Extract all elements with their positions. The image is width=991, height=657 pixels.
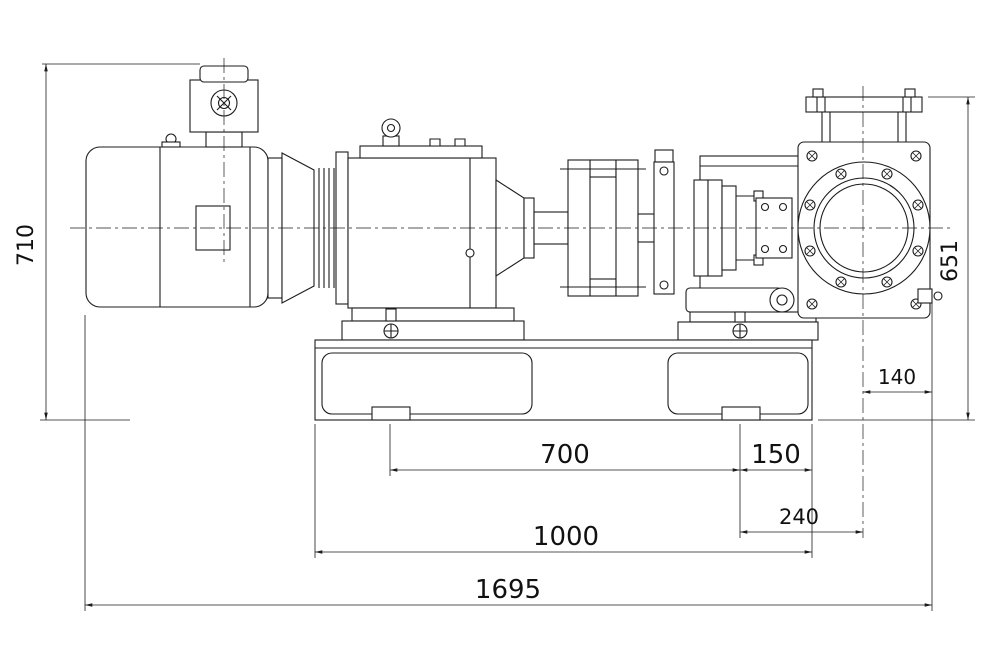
bracket-bolt-bottom <box>659 280 669 290</box>
pump-side-plug <box>917 288 943 304</box>
motor-eyebolt <box>161 133 181 148</box>
dim-150: 150 <box>740 440 812 472</box>
dim-extension-lines <box>314 424 813 558</box>
gearbox-cover-bolts <box>429 138 466 147</box>
gearbox-foot-stud <box>385 308 397 322</box>
coupling-bolt-lines <box>560 168 646 288</box>
bracket-bolt-top <box>659 166 669 176</box>
pump-drain-cylinder <box>685 287 795 313</box>
pump-discharge-flange <box>805 88 923 142</box>
dim-700: 700 <box>390 440 740 472</box>
pump-foot-stud <box>734 311 746 323</box>
drain-cylinder-body <box>685 287 783 313</box>
electric-motor <box>85 65 269 308</box>
bracket-top-lug <box>654 149 674 163</box>
pump-inlet-flange <box>797 141 931 319</box>
base-tab-right <box>721 406 761 421</box>
gearbox-foot-pad <box>341 320 525 341</box>
dimensions: 710 651 140 700 150 240 1000 <box>14 63 975 611</box>
discharge-stud-left <box>812 88 824 98</box>
dim-651: 651 <box>818 96 975 421</box>
pump-bracket <box>653 149 675 295</box>
side-plug-body <box>917 288 933 304</box>
pump-foot-pad <box>677 321 819 341</box>
dim-140: 140 <box>863 365 932 394</box>
motor-body <box>85 146 269 308</box>
base-pad-right <box>667 352 809 415</box>
gearbox-housing <box>347 157 497 309</box>
bearing-bolt-3 <box>760 244 770 254</box>
dim-1695-extensions <box>84 300 933 611</box>
gearbox-top-cover <box>359 145 483 159</box>
bearing-bolt-1 <box>760 202 770 212</box>
dim-240: 240 <box>740 505 863 534</box>
dim-700-label: 700 <box>540 440 590 470</box>
pump-foot-web <box>689 311 817 323</box>
dim-240-label: 240 <box>779 505 819 529</box>
dim-140-label: 140 <box>878 365 916 389</box>
motor-eyebolt-base <box>161 141 181 148</box>
base-tab-left <box>371 406 411 421</box>
flange-bolt-crosses <box>806 152 922 308</box>
gearbox-eyebolt <box>381 118 401 147</box>
dim-1695: 1695 <box>84 300 933 611</box>
discharge-flange-plate <box>805 96 923 113</box>
motor-section-lines <box>159 147 251 307</box>
pump-foot <box>677 311 819 341</box>
gearbox-drain-plug <box>465 248 475 258</box>
discharge-stud-right <box>904 88 916 98</box>
dim-150-label: 150 <box>751 440 801 470</box>
dim-1000: 1000 <box>315 522 812 554</box>
dim-1000-label: 1000 <box>533 522 599 552</box>
side-plug-end <box>933 291 943 301</box>
dim-710-label: 710 <box>14 224 39 266</box>
gearbox-foot-web <box>351 307 515 322</box>
discharge-bolt-holes <box>816 97 912 112</box>
bearing-bolt-4 <box>778 244 788 254</box>
base-pad-left <box>321 352 533 415</box>
centerlines <box>70 58 952 538</box>
gear-reducer <box>335 118 569 341</box>
pump-foot-bolt-cross <box>733 324 747 338</box>
gearbox-foot-bolt-cross <box>384 324 398 338</box>
base-frame <box>314 339 813 421</box>
dim-1695-label: 1695 <box>475 575 541 605</box>
dim-651-label: 651 <box>938 240 963 282</box>
discharge-riser-lines <box>821 112 907 142</box>
drain-cylinder-port <box>776 294 788 306</box>
gearbox-foot <box>341 307 525 341</box>
bearing-bolt-2 <box>778 202 788 212</box>
gearbox-eyebolt-hole <box>386 123 396 133</box>
